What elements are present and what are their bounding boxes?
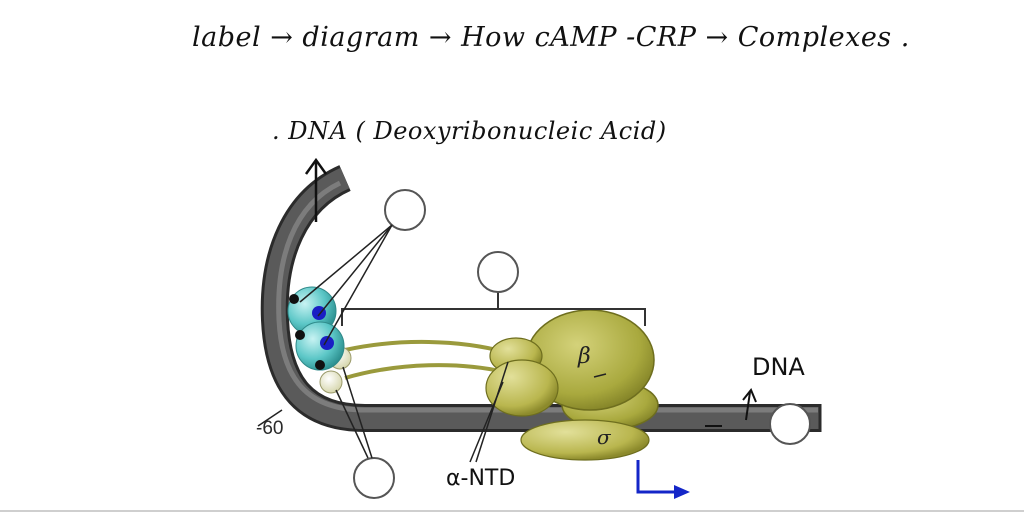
polymerase-bracket [341,308,646,326]
crp-contact-dot-3 [315,360,325,370]
linker-lower [344,363,506,380]
label-circle-dna [769,403,811,445]
minus-60-label: -60 [256,418,284,439]
leader-ctd-2 [342,366,373,459]
dna-label: DNA [752,353,805,381]
dna-arrow-right-head [742,388,757,403]
leader-crp-2 [317,224,393,317]
page-title: label → diagram → How cAMP -CRP → Comple… [192,22,910,53]
leader-crp-1 [299,224,393,303]
beta-tick [593,373,607,378]
leader-ntd-2 [475,361,509,463]
crp-contact-dot-1 [289,294,299,304]
minus60-leader [257,409,283,427]
transcription-start-arrow [636,460,678,494]
sigma-subunit [520,419,650,461]
crp-contact-dot-2 [295,330,305,340]
label-circle-crp [384,189,426,231]
leader-crp-3 [323,224,393,346]
linker-upper [344,339,506,354]
bottom-divider [0,510,1024,512]
dna-full-name-label: . DNA ( Deoxyribonucleic Acid) [272,117,667,145]
sigma-label: σ [597,425,611,449]
alpha-ntd-lower [485,359,559,417]
dna-arrow-right [745,391,751,421]
transcription-start-arrow-head [674,485,690,499]
beta-label: β [578,344,591,369]
leader-ctd-1 [335,389,369,459]
label-circle-polymerase [477,251,519,293]
alpha-ntd-label: α-NTD [446,466,516,491]
dna-arrow-top-head [304,157,328,175]
dna-strand-highlight [276,180,818,413]
label-circle-ctd [353,457,395,499]
alpha-ctd-2 [319,370,343,394]
camp-molecule-2 [320,336,334,350]
